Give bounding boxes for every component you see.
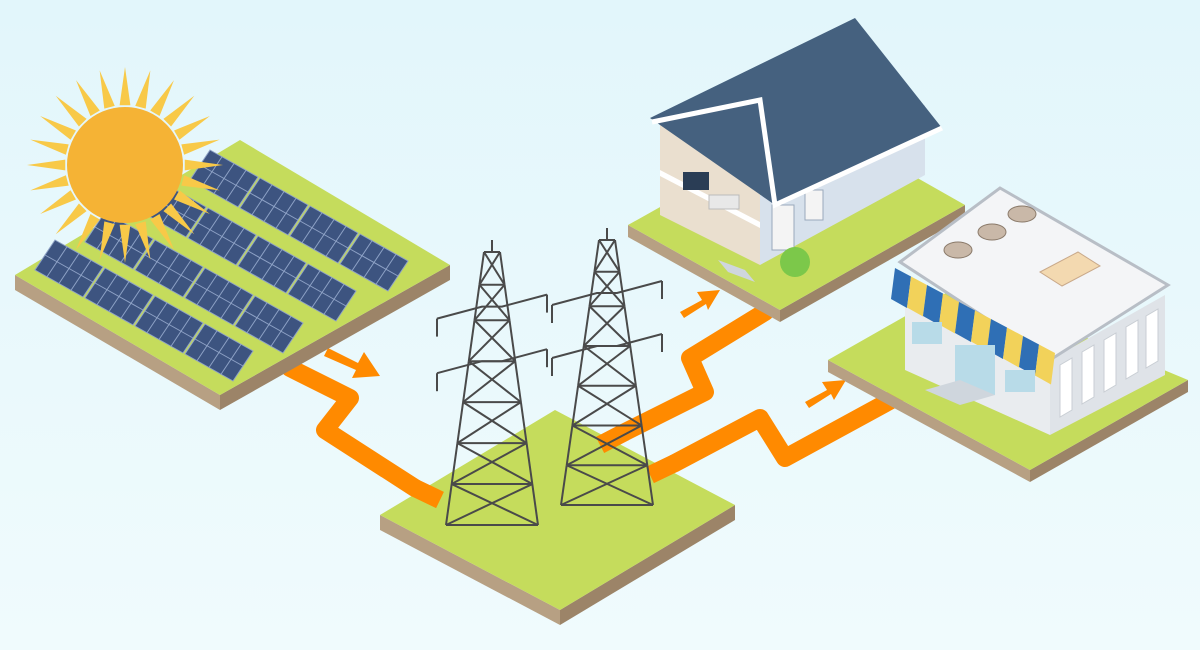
sun-ray [55,95,87,127]
tv [683,172,709,190]
transmission-tower [551,228,663,506]
energy-flow-arrows [281,303,904,497]
shop-window [1005,370,1035,392]
shop-window [912,322,942,344]
solar-farm [15,140,450,410]
shop-side-windows [1059,308,1159,418]
sun-ray [30,175,69,191]
shop-step [925,380,995,405]
bush [780,247,810,277]
awning-stripe [907,276,927,317]
sun-icon [27,67,223,263]
awning-stripe [1003,327,1023,368]
transmission-towers [436,228,663,526]
sun-ray [119,224,131,263]
sun-ray [163,203,195,235]
window [804,189,824,221]
sun-ray [174,190,210,214]
sun-ray [163,95,195,127]
sun-ray [119,67,131,106]
sun-ray [99,221,115,260]
sun-ray [30,139,69,155]
awning-stripe [939,293,959,334]
roof [650,18,942,205]
awning-stripe [891,268,911,308]
flow-arrowheads [324,290,846,408]
awning-stripe [971,310,991,351]
flow-grid-to-shop [666,389,904,472]
sun-ray [40,190,76,214]
sun-ray [150,214,174,250]
roof-vents [943,205,1037,259]
sun-ray [150,80,174,116]
sun-ray [135,70,151,109]
awning-stripe [1019,336,1039,376]
awning-stripe [955,302,975,342]
flow-solar-to-grid [281,359,424,497]
sun-ray [99,70,115,109]
shop [828,186,1188,482]
sun-ray [76,214,100,250]
sun-ray [55,203,87,235]
house [628,18,965,322]
transmission-tower [436,240,548,526]
sun-ray [174,116,210,140]
steps [718,260,755,282]
roof-skylight [1039,251,1101,287]
awning-stripe [923,285,943,325]
sun-ray [76,80,100,116]
sofa [708,194,740,210]
arrow-icon [805,380,846,408]
sun-ray [40,116,76,140]
sun-ray [181,175,220,191]
sun-ray [135,221,151,260]
arrow-icon [680,290,720,318]
sun-ray [184,159,223,171]
awning-stripe [1035,344,1055,385]
sun-ray [27,159,66,171]
sun-ray [181,139,220,155]
flow-grid-to-house [616,303,774,441]
door [771,204,795,251]
arrow-icon [324,348,380,378]
